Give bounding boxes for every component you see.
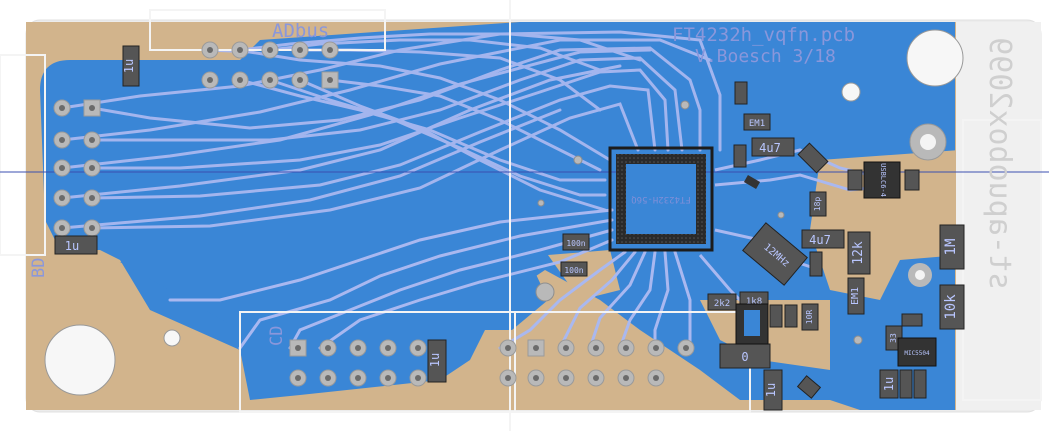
res-10r: 10R: [801, 303, 819, 331]
svg-text:USBLC6-4: USBLC6-4: [879, 163, 887, 197]
svg-text:1u: 1u: [65, 239, 79, 253]
board-author: V.Boesch 3/18: [695, 46, 836, 67]
cap-1u-ldo: 1u: [879, 369, 899, 399]
svg-text:1M: 1M: [943, 239, 959, 256]
trace-bundle-main: [60, 30, 722, 230]
cap-0: 0: [719, 343, 771, 369]
ic-mic5504: MIC5504: [897, 337, 937, 367]
header-bdbus: [53, 99, 101, 237]
copper-pour-lower-left: [120, 240, 548, 340]
ferrite-em1-lower: EM1: [847, 277, 865, 315]
svg-text:4u7: 4u7: [759, 141, 781, 155]
crystal-12mhz: 12MHz: [742, 222, 808, 286]
svg-text:EM1: EM1: [850, 287, 861, 305]
svg-text:100n: 100n: [566, 239, 585, 248]
res-10k: 10k: [939, 284, 965, 330]
label-bd: BD: [29, 258, 49, 278]
svg-text:1u: 1u: [428, 353, 442, 367]
svg-text:1u: 1u: [122, 59, 136, 73]
cap-18p: 18p: [809, 191, 827, 217]
trace-bundle-lower: [168, 208, 692, 350]
svg-text:1u: 1u: [764, 383, 778, 397]
smd-package-small: [735, 303, 769, 345]
svg-text:10k: 10k: [943, 294, 959, 320]
mounting-holes: [44, 29, 964, 396]
svg-text:1k8: 1k8: [746, 297, 762, 307]
svg-text:12k: 12k: [851, 241, 866, 265]
svg-text:MIC5504: MIC5504: [904, 350, 930, 357]
res-2k2: 2k2: [707, 293, 737, 311]
cap-100n-a: 100n: [562, 233, 590, 251]
svg-text:EM1: EM1: [749, 119, 765, 129]
board-title: FT4232h_vqfn.pcb: [672, 24, 855, 46]
svg-text:0: 0: [741, 350, 748, 364]
label-adbus: ADbus: [272, 20, 329, 42]
res-12k: 12k: [847, 231, 871, 275]
svg-text:4u7: 4u7: [809, 233, 831, 247]
cap-1u-left: 1u: [54, 235, 98, 255]
header-adbus: [201, 41, 339, 89]
svg-text:10R: 10R: [805, 310, 814, 325]
right-edge-area: [956, 22, 1041, 410]
svg-text:1u: 1u: [882, 377, 896, 391]
svg-text:33: 33: [889, 333, 898, 343]
ic-ft4232h: FT4232H-56Q: [608, 146, 714, 252]
header-ddbus: [499, 339, 695, 387]
cap-4u7-lower: 4u7: [801, 229, 845, 249]
ic-main-label: FT4232H-56Q: [631, 194, 691, 204]
cap-1u-bottom: 1u: [427, 339, 447, 383]
svg-text:18p: 18p: [813, 197, 822, 212]
ferrite-em1-upper: EM1: [743, 113, 771, 131]
svg-text:100n: 100n: [564, 266, 583, 275]
svg-text:2k2: 2k2: [714, 299, 730, 309]
cap-100n-b: 100n: [560, 261, 588, 277]
ic-usblc6: USBLC6-4: [863, 161, 901, 199]
cap-1u-bottom-right: 1u: [763, 369, 783, 411]
label-cd: CD: [267, 326, 287, 346]
header-cdbus: [289, 339, 427, 387]
res-1m: 1M: [939, 224, 965, 270]
cap-1u-top-left: 1u: [122, 45, 140, 87]
cap-4u7-upper: 4u7: [751, 137, 795, 157]
mirrored-bottom-label: st-apuobox2099: [982, 37, 1017, 290]
